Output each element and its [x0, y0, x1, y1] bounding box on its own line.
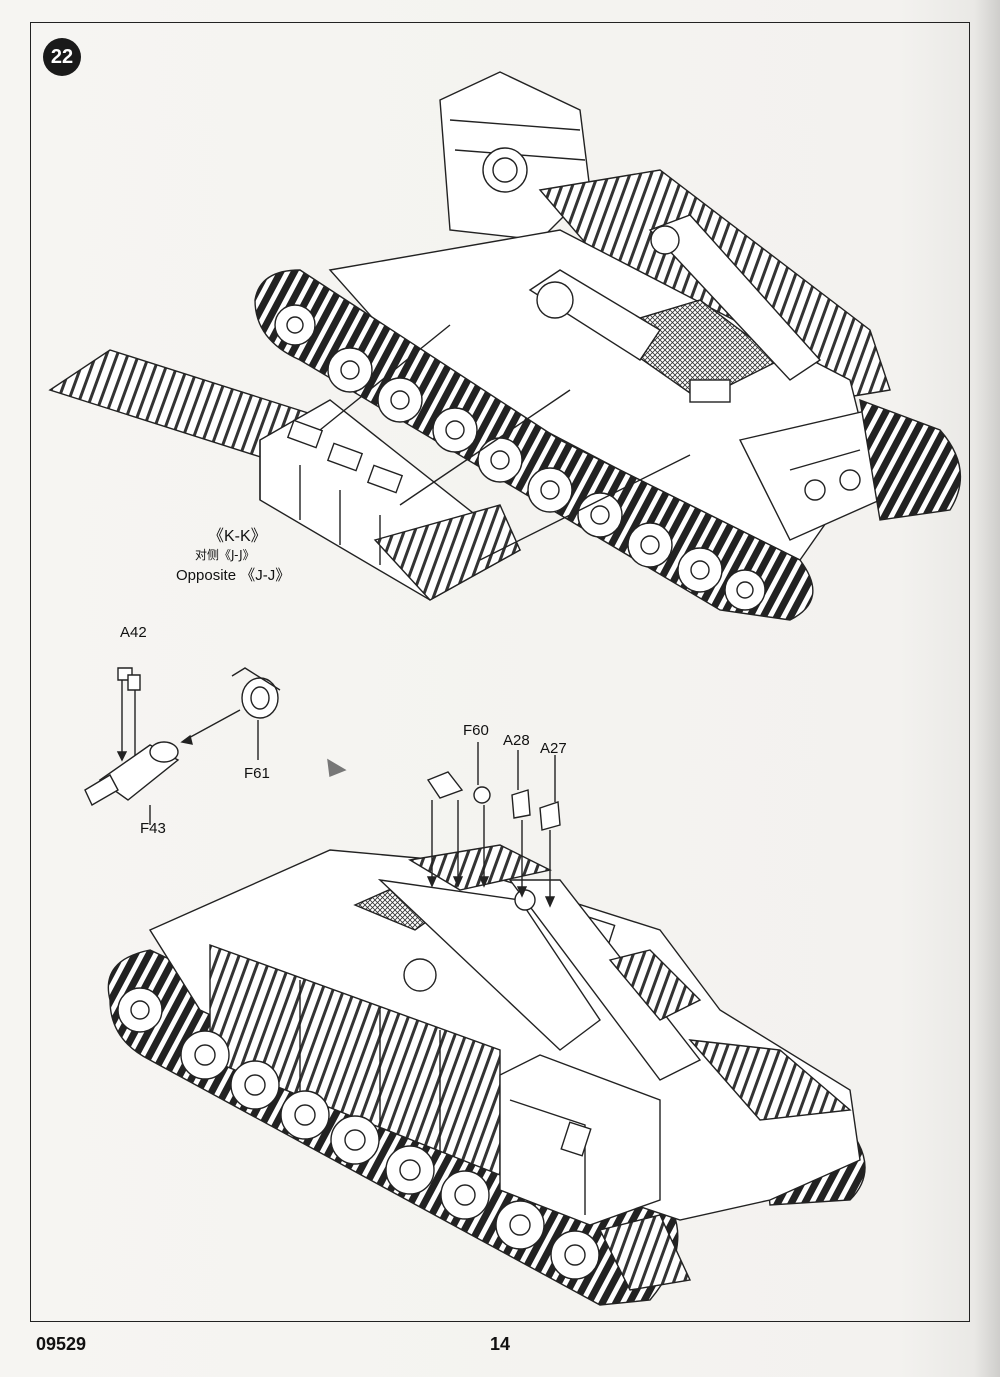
sub-assembly-drawing	[84, 667, 347, 825]
part-label-f43: F43	[140, 820, 166, 837]
view-label-k-k: 《K-K》	[208, 528, 267, 545]
page-edge-shadow	[974, 0, 1000, 1377]
step-number-badge: 22	[43, 38, 81, 76]
view-label-opposite-en: Opposite 《J-J》	[176, 567, 291, 584]
kit-code: 09529	[36, 1334, 87, 1354]
bottom-vehicle-drawing	[107, 742, 866, 1306]
part-label-a42: A42	[120, 624, 147, 641]
part-label-f60: F60	[463, 722, 489, 739]
page-frame	[30, 22, 970, 1322]
part-label-a28: A28	[503, 732, 530, 749]
view-label-opposite-cn: 对侧《J-J》	[195, 548, 255, 562]
top-vehicle-drawing	[48, 71, 962, 621]
page-number: 14	[490, 1334, 511, 1354]
part-label-a27: A27	[540, 740, 567, 757]
part-label-f61: F61	[244, 765, 270, 782]
